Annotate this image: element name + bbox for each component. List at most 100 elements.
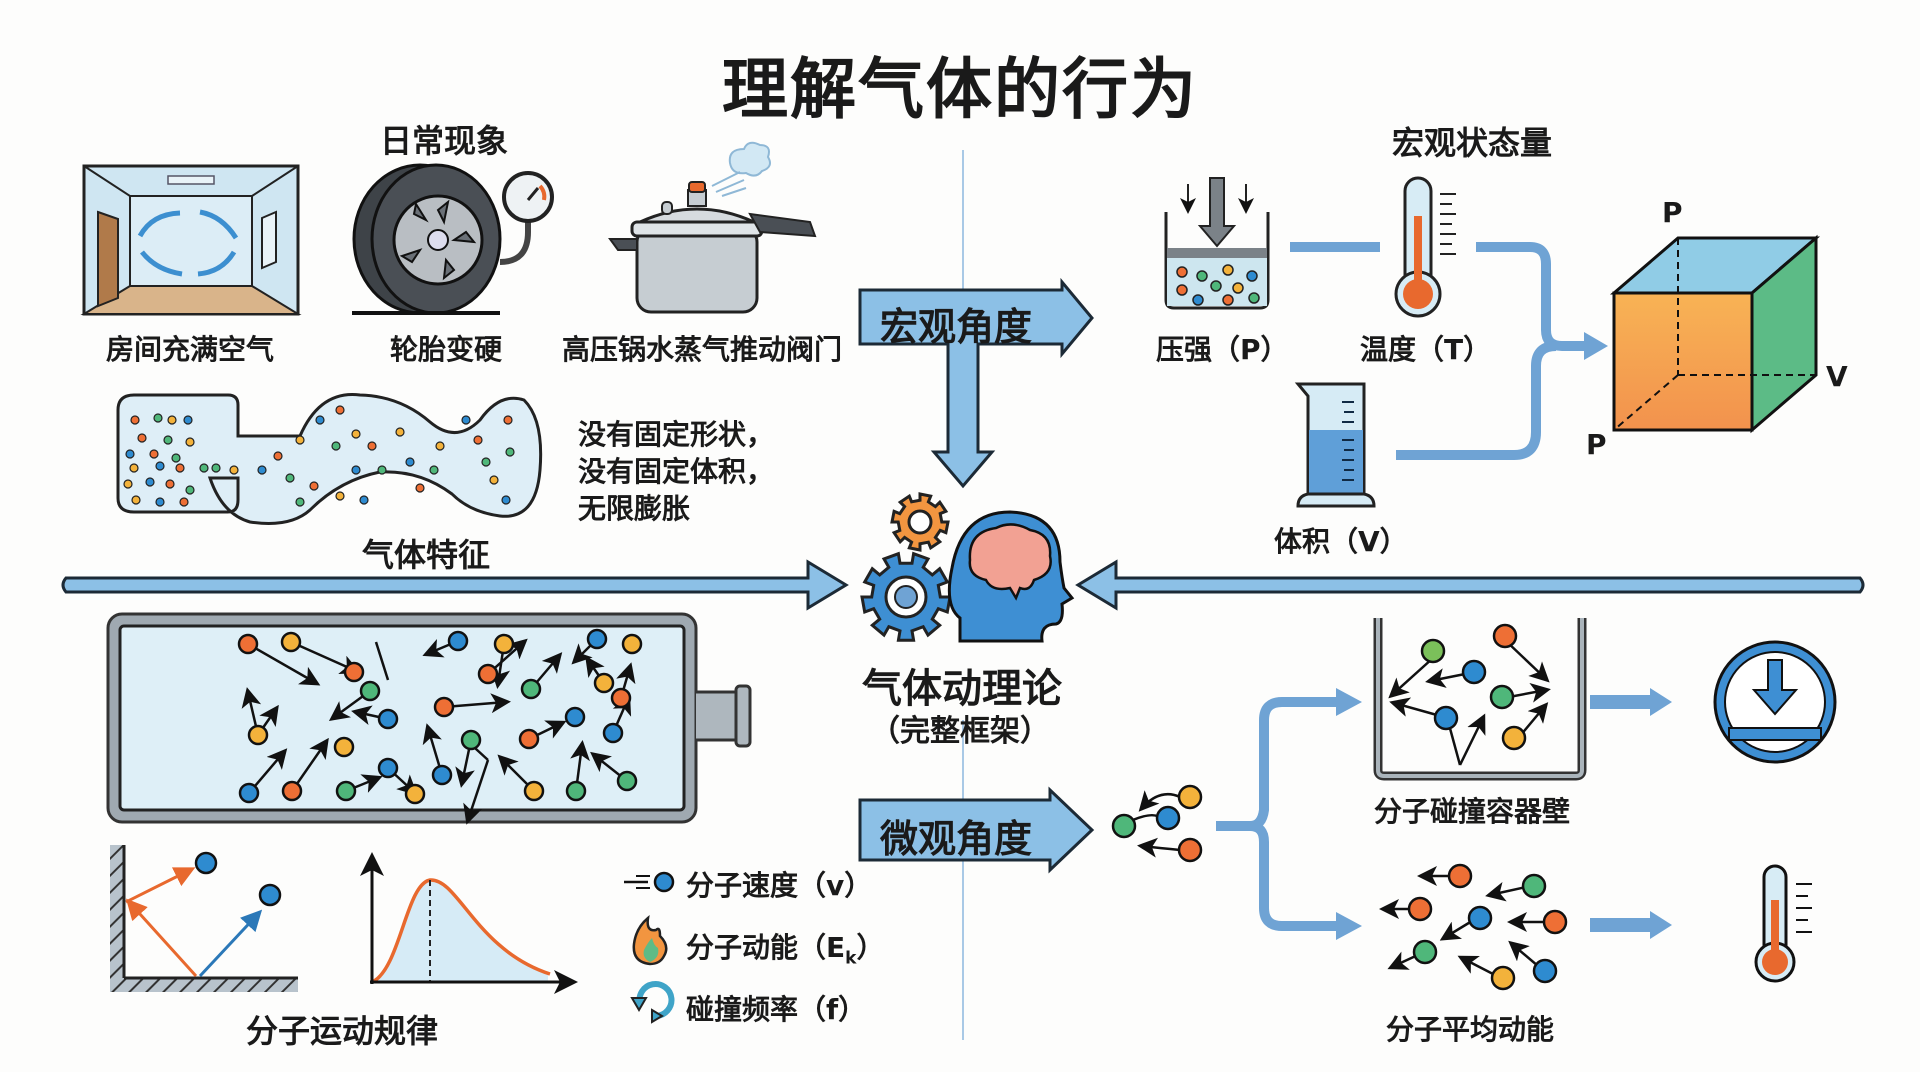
gas-molecule-dot <box>125 449 135 459</box>
gas-molecule-dot <box>1248 292 1260 304</box>
gas-molecule <box>564 706 586 728</box>
gas-molecule-dot <box>211 463 221 473</box>
gas-molecule <box>593 672 615 694</box>
speed-distribution-chart-icon <box>360 852 578 994</box>
gas-molecule-dot <box>185 437 195 447</box>
gas-feature-line-3: 无限膨胀 <box>578 492 691 525</box>
gas-molecule <box>433 696 455 718</box>
page-title: 理解气体的行为 <box>722 51 1198 128</box>
velocity-arrow <box>290 640 361 675</box>
gas-container-shape <box>116 393 543 525</box>
molecule-tank-icon <box>106 612 752 825</box>
everyday-item-room-label: 房间充满空气 <box>106 333 275 366</box>
gas-molecule <box>621 633 643 655</box>
gas-molecule <box>335 780 357 802</box>
gas-molecule-dot <box>273 451 283 461</box>
gas-molecule <box>447 630 469 652</box>
gas-molecule-dot <box>171 453 181 463</box>
gas-molecule <box>520 678 542 700</box>
cycle-arrows-icon <box>630 981 675 1024</box>
gas-molecule-dot <box>175 463 185 473</box>
left-long-arrow <box>61 559 849 611</box>
gas-molecule-dot <box>335 405 345 415</box>
right-long-arrow <box>1075 559 1865 611</box>
gas-molecule-dot <box>331 441 341 451</box>
gas-molecule <box>602 722 624 744</box>
gas-molecule-dot <box>351 465 361 475</box>
gas-molecule-dot <box>1192 294 1204 306</box>
gas-molecule <box>518 728 540 750</box>
motion-caption: 分子运动规律 <box>246 1012 439 1050</box>
property-kinetic-label: 分子动能（Ek） <box>686 931 885 969</box>
macro-heading: 宏观状态量 <box>1392 124 1553 162</box>
gas-molecule-dot <box>351 429 361 439</box>
gas-molecule <box>565 780 587 802</box>
gas-molecule-dot <box>257 465 267 475</box>
gas-molecule <box>431 764 453 786</box>
gas-molecule <box>493 633 515 655</box>
gas-molecule-dot <box>295 435 305 445</box>
everyday-item-tire-label: 轮胎变硬 <box>390 333 503 366</box>
gas-molecule-dot <box>149 449 159 459</box>
flame-icon <box>632 914 668 966</box>
gas-molecule-dot <box>163 435 173 445</box>
gas-molecule <box>343 661 365 683</box>
collision-result-arrow <box>1590 688 1672 716</box>
pressure-down-icon <box>1713 640 1837 764</box>
macro-arrow-label: 宏观角度 <box>880 305 1033 349</box>
gas-molecule <box>616 770 638 792</box>
quantity-volume-label: 体积（V） <box>1274 525 1408 558</box>
gas-molecule <box>281 780 303 802</box>
gas-molecule <box>586 628 608 650</box>
gas-molecule-dot <box>185 485 195 495</box>
gas-molecule-dot <box>315 415 325 425</box>
gas-molecule-dot <box>167 415 177 425</box>
gas-molecule-dot <box>295 497 305 507</box>
gas-molecule <box>610 687 632 709</box>
molecule-cluster-icon <box>1111 784 1203 863</box>
gas-molecule-dot <box>1246 270 1258 282</box>
velocity-arrow <box>463 759 490 825</box>
gas-molecule-dot <box>1196 270 1208 282</box>
avg-kinetic-caption: 分子平均动能 <box>1386 1013 1555 1046</box>
gas-molecule-dot <box>1232 282 1244 294</box>
gas-molecule-dot <box>377 465 387 475</box>
velocity-arrow <box>247 642 321 686</box>
gas-molecule-dot <box>461 415 471 425</box>
property-collision-frequency-label: 碰撞频率（f） <box>686 993 867 1026</box>
collision-container-icon <box>1373 618 1587 781</box>
gas-molecule-dot <box>130 415 140 425</box>
gas-molecule <box>404 783 426 805</box>
gas-molecule-dot <box>395 427 405 437</box>
gas-molecule-dot <box>1222 294 1234 306</box>
quantity-pressure-label: 压强（P） <box>1156 333 1289 366</box>
gas-molecule <box>460 729 482 751</box>
gas-molecule-dot <box>229 465 239 475</box>
gas-molecule-dot <box>131 495 141 505</box>
gas-feature-line-1: 没有固定形状， <box>578 418 775 451</box>
cube-label-right: V <box>1826 360 1848 393</box>
tire-gauge-icon <box>352 163 554 315</box>
everyday-heading: 日常现象 <box>380 122 509 160</box>
wall-reflection-icon <box>110 845 298 992</box>
gas-molecule-dot <box>473 435 483 445</box>
gas-molecule-dot <box>155 497 165 507</box>
gas-molecule-dot <box>123 479 133 489</box>
kinetic-result-arrow <box>1590 911 1672 939</box>
gas-molecule-dot <box>1210 280 1222 292</box>
gas-molecule-dot <box>1222 264 1234 276</box>
gas-molecule-dot <box>129 463 139 473</box>
room-airflow-icon <box>80 164 302 316</box>
gas-molecule-dot <box>429 465 439 475</box>
brain-icon <box>968 523 1052 601</box>
gas-molecule <box>237 633 259 655</box>
gas-molecule-dot <box>335 491 345 501</box>
center-subtitle: （完整框架） <box>870 714 1050 749</box>
gas-molecule-dot <box>481 457 491 467</box>
thermometer-icon-micro <box>1754 864 1812 983</box>
gas-molecule-dot <box>145 477 155 487</box>
center-title: 气体动理论 <box>862 666 1062 712</box>
gas-molecule-dot <box>505 447 515 457</box>
gas-features-caption: 气体特征 <box>362 536 491 574</box>
